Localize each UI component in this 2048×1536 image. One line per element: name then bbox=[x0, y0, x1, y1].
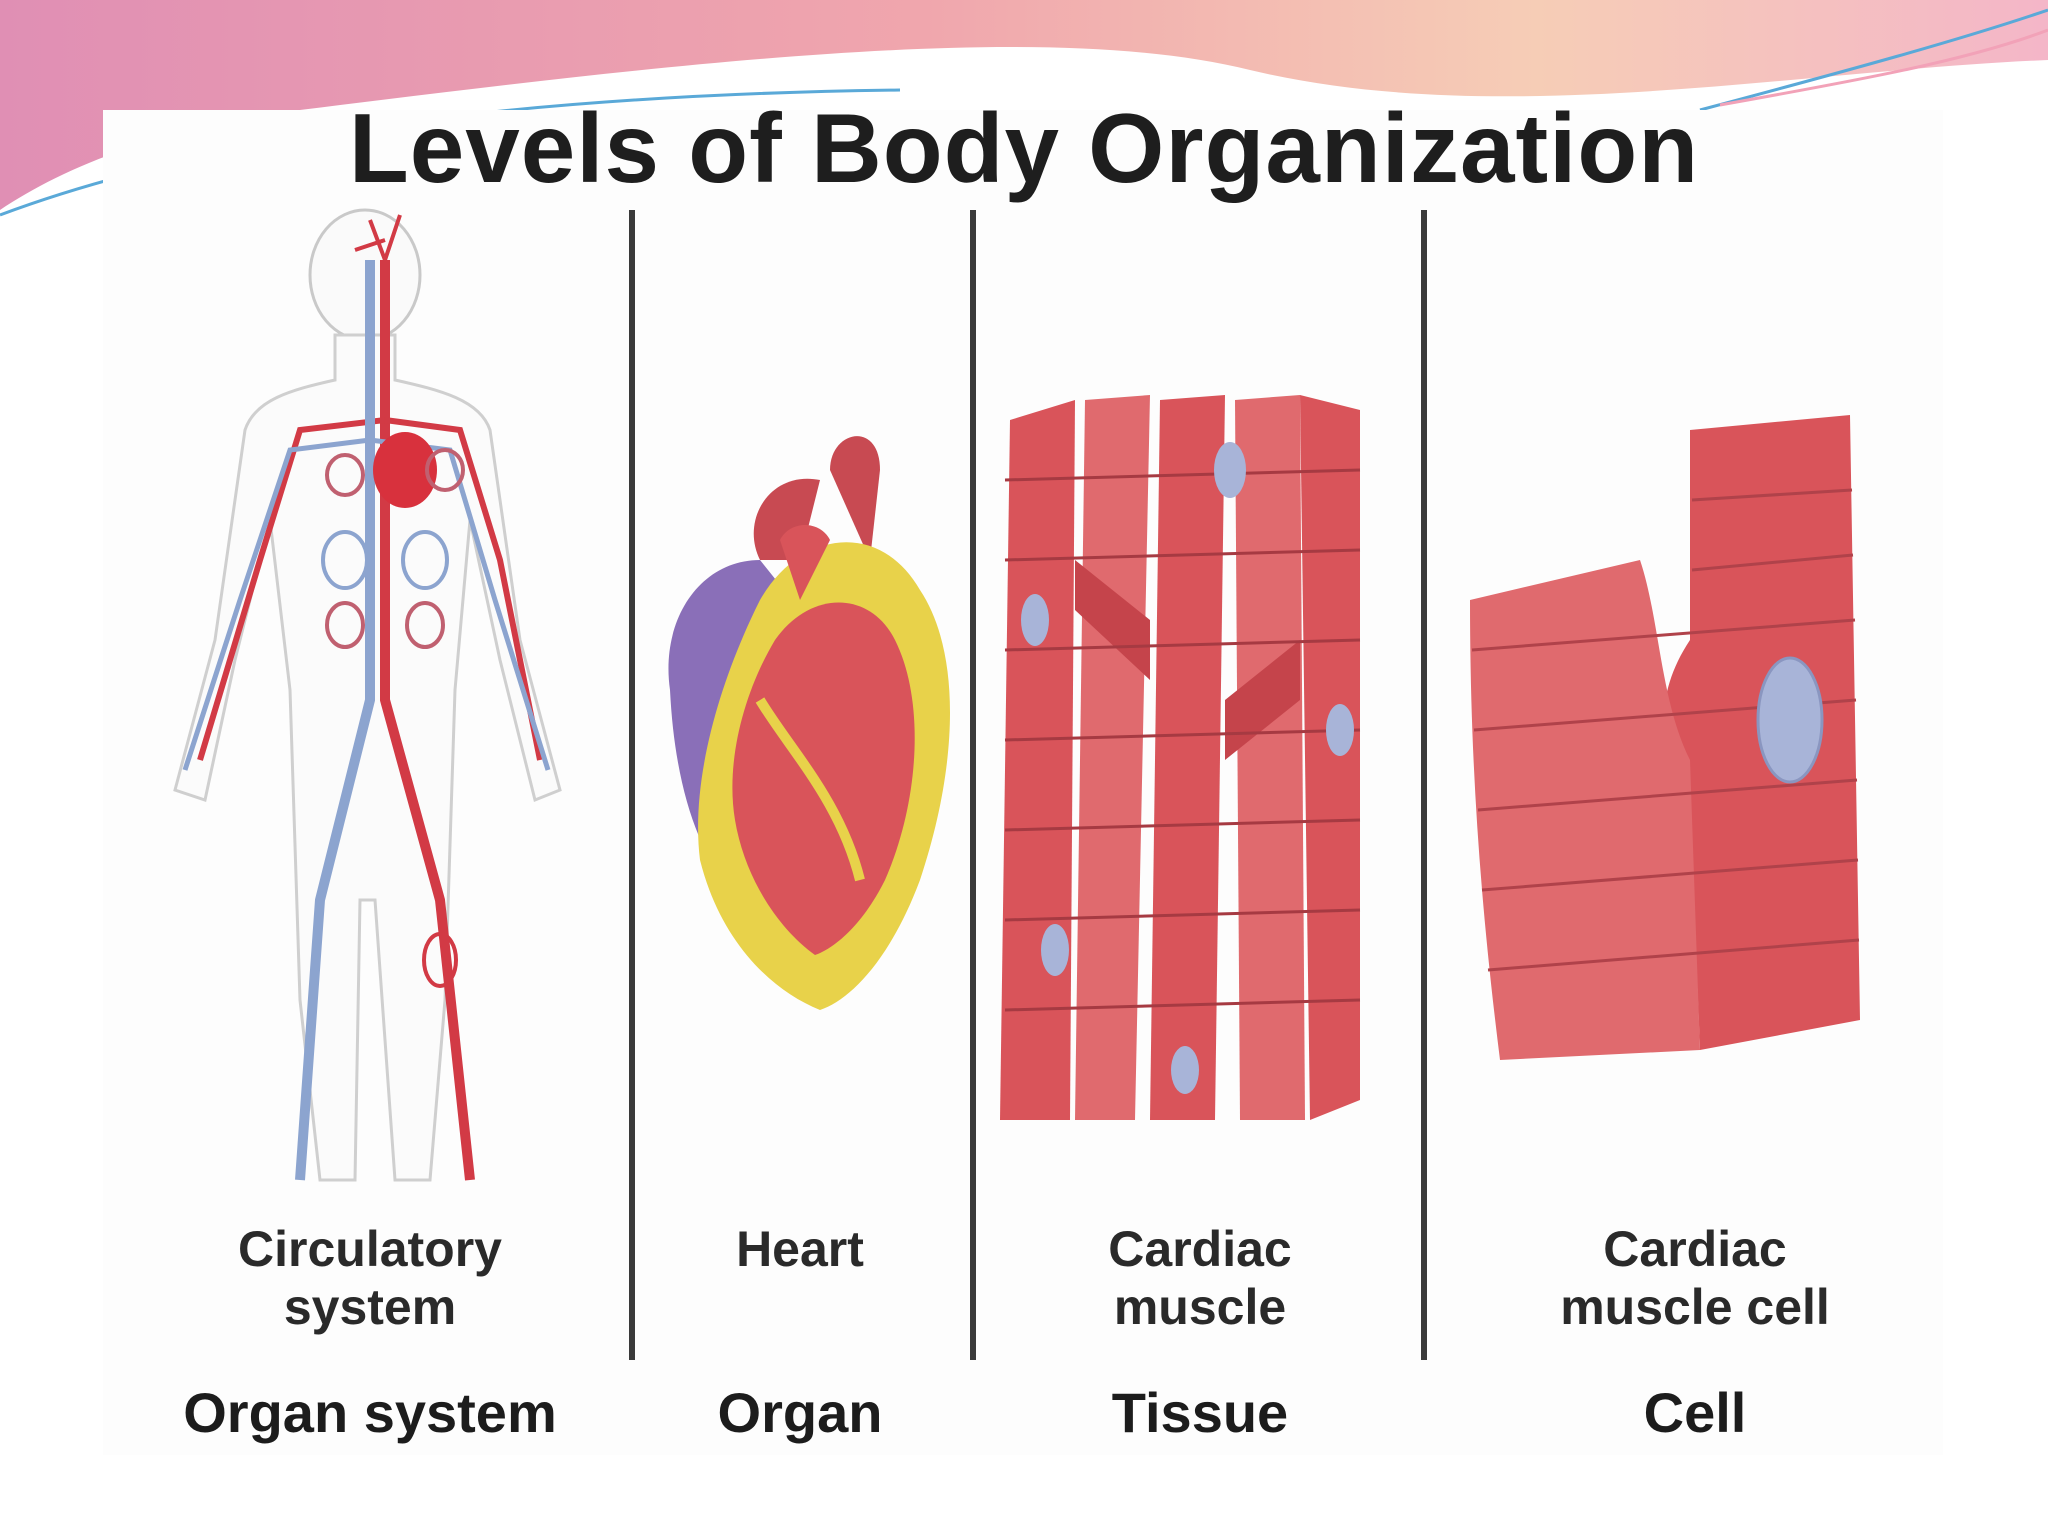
level-organ: Organ bbox=[717, 1381, 883, 1444]
label-line: Cardiac bbox=[1603, 1221, 1787, 1277]
circulatory-system-figure-icon bbox=[173, 208, 562, 1182]
cardiac-muscle-tissue-icon bbox=[1000, 395, 1361, 1120]
label-line: muscle cell bbox=[1560, 1279, 1830, 1335]
label-line: Circulatory bbox=[238, 1221, 502, 1277]
level-cell: Cell bbox=[1643, 1381, 1747, 1444]
column-divider bbox=[970, 210, 976, 1360]
cardiac-muscle-cell-icon bbox=[1470, 415, 1860, 1060]
label-heart: Heart bbox=[650, 1220, 950, 1278]
label-circulatory-system: Circulatory system bbox=[165, 1220, 575, 1336]
level-organ-system: Organ system bbox=[183, 1381, 557, 1444]
label-cardiac-muscle: Cardiac muscle bbox=[1000, 1220, 1400, 1336]
label-line: muscle bbox=[1113, 1279, 1287, 1335]
heart-illustration-icon bbox=[668, 436, 950, 1010]
label-line: Cardiac bbox=[1108, 1221, 1292, 1277]
label-cardiac-muscle-cell: Cardiac muscle cell bbox=[1445, 1220, 1945, 1336]
column-divider bbox=[629, 210, 635, 1360]
label-line: system bbox=[283, 1279, 457, 1335]
diagram-title: Levels of Body Organization bbox=[348, 93, 1700, 203]
label-line: Heart bbox=[736, 1221, 864, 1277]
column-divider bbox=[1421, 210, 1427, 1360]
level-tissue: Tissue bbox=[1111, 1381, 1289, 1444]
